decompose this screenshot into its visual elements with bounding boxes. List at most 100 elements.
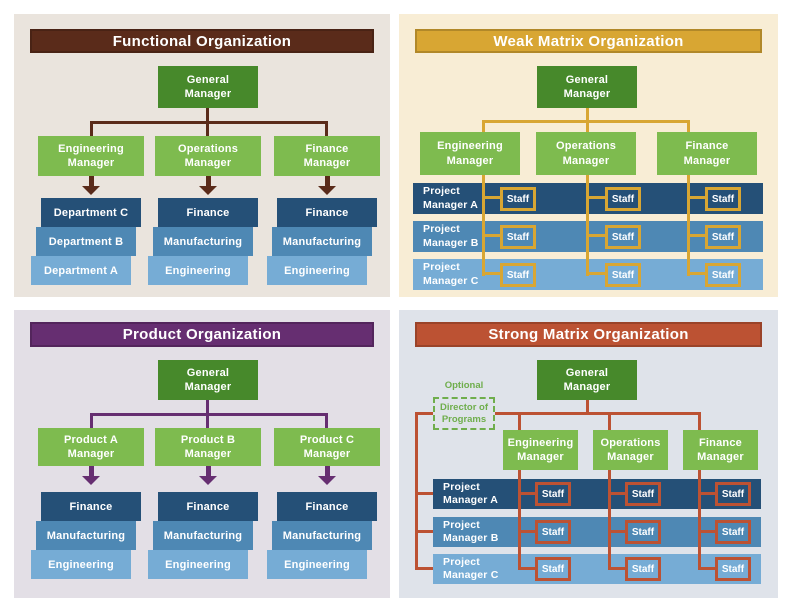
connector-line <box>325 413 328 428</box>
manufacturing-box: Manufacturing <box>36 521 136 550</box>
connector-line <box>415 412 700 415</box>
finance-box: Finance <box>158 492 258 521</box>
connector-line <box>608 530 625 533</box>
connector-line <box>482 234 500 237</box>
engineering-box: Engineering <box>31 550 131 579</box>
operations-manager-box: Operations Manager <box>155 136 261 176</box>
connector-line <box>325 121 328 136</box>
down-arrow <box>82 176 100 195</box>
department-c-box: Department C <box>41 198 141 227</box>
manufacturing-box: Manufacturing <box>272 521 372 550</box>
connector-line <box>415 492 433 495</box>
connector-line <box>586 196 605 199</box>
staff-box: Staff <box>535 520 571 544</box>
general-manager-box: General Manager <box>537 360 637 400</box>
staff-box: Staff <box>705 187 741 211</box>
functional-title-bar: Functional Organization <box>30 29 374 53</box>
staff-box: Staff <box>705 225 741 249</box>
engineering-manager-box: Engineering Manager <box>420 132 520 175</box>
arrow-stem <box>88 176 94 186</box>
finance-box: Finance <box>277 198 377 227</box>
weak-matrix-organization-panel: Weak Matrix Organization Project Manager… <box>399 14 778 297</box>
down-arrow <box>82 466 100 485</box>
connector-line <box>687 234 705 237</box>
connector-line <box>518 530 535 533</box>
down-arrow <box>199 466 217 485</box>
staff-box: Staff <box>535 482 571 506</box>
engineering-box: Engineering <box>267 550 367 579</box>
project-manager-label: Project Manager A <box>443 480 499 506</box>
product-a-manager-box: Product A Manager <box>38 428 144 466</box>
arrow-head <box>318 476 336 485</box>
operations-manager-box: Operations Manager <box>536 132 636 175</box>
arrow-head <box>82 186 100 195</box>
manufacturing-box: Manufacturing <box>272 227 372 256</box>
staff-box: Staff <box>605 263 641 287</box>
engineering-manager-box: Engineering Manager <box>503 430 578 470</box>
connector-line <box>698 412 701 570</box>
finance-box: Finance <box>41 492 141 521</box>
arrow-stem <box>88 466 94 476</box>
arrow-stem <box>205 176 211 186</box>
staff-box: Staff <box>500 263 536 287</box>
staff-box: Staff <box>500 225 536 249</box>
general-manager-box: General Manager <box>158 66 258 108</box>
product-c-manager-box: Product C Manager <box>274 428 380 466</box>
project-manager-label: Project Manager C <box>443 555 499 581</box>
connector-line <box>482 272 500 275</box>
connector-line <box>586 400 589 412</box>
engineering-box: Engineering <box>148 550 248 579</box>
director-of-programs-box: Director of Programs <box>433 397 495 430</box>
down-arrow <box>199 176 217 195</box>
connector-line <box>90 121 93 136</box>
staff-box: Staff <box>715 557 751 581</box>
product-b-manager-box: Product B Manager <box>155 428 261 466</box>
strong-matrix-title-bar: Strong Matrix Organization <box>415 322 762 347</box>
staff-box: Staff <box>715 520 751 544</box>
staff-box: Staff <box>605 225 641 249</box>
finance-manager-box: Finance Manager <box>657 132 757 175</box>
connector-line <box>698 567 715 570</box>
connector-line <box>415 412 418 570</box>
strong-matrix-organization-panel: Strong Matrix Organization Project Manag… <box>399 310 778 598</box>
connector-line <box>482 196 500 199</box>
product-organization-panel: Product Organization General Manager Pro… <box>14 310 390 598</box>
connector-line <box>518 412 521 570</box>
staff-box: Staff <box>535 557 571 581</box>
manufacturing-box: Manufacturing <box>153 227 253 256</box>
staff-box: Staff <box>715 482 751 506</box>
engineering-box: Engineering <box>148 256 248 285</box>
arrow-head <box>199 186 217 195</box>
staff-box: Staff <box>625 520 661 544</box>
engineering-box: Engineering <box>267 256 367 285</box>
connector-line <box>698 492 715 495</box>
staff-box: Staff <box>705 263 741 287</box>
product-title-bar: Product Organization <box>30 322 374 347</box>
project-manager-label: Project Manager A <box>423 185 479 211</box>
finance-box: Finance <box>277 492 377 521</box>
down-arrow <box>318 176 336 195</box>
connector-line <box>687 196 705 199</box>
connector-line <box>608 567 625 570</box>
down-arrow <box>318 466 336 485</box>
project-manager-label: Project Manager C <box>423 261 479 287</box>
project-manager-label: Project Manager B <box>423 223 479 249</box>
optional-label: Optional <box>444 380 484 391</box>
arrow-stem <box>205 466 211 476</box>
arrow-head <box>82 476 100 485</box>
connector-line <box>586 108 589 120</box>
connector-line <box>206 108 209 121</box>
arrow-head <box>318 186 336 195</box>
project-manager-label: Project Manager B <box>443 518 499 544</box>
arrow-head <box>199 476 217 485</box>
connector-line <box>90 413 328 416</box>
connector-line <box>206 121 209 136</box>
connector-line <box>206 400 209 413</box>
connector-line <box>90 121 328 124</box>
engineering-manager-box: Engineering Manager <box>38 136 144 176</box>
connector-line <box>586 272 605 275</box>
staff-box: Staff <box>625 557 661 581</box>
weak-matrix-title-bar: Weak Matrix Organization <box>415 29 762 53</box>
arrow-stem <box>324 176 330 186</box>
connector-line <box>206 413 209 428</box>
